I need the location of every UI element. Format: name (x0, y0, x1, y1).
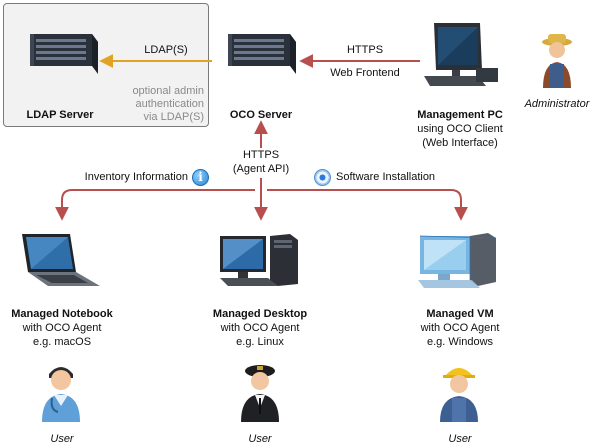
vm-line2: with OCO Agent (420, 322, 500, 334)
vm-line3: e.g. Windows (426, 336, 494, 348)
management-pc-title: Management PC (417, 109, 503, 121)
vm-title: Managed VM (426, 308, 494, 320)
https-label: HTTPS (346, 44, 384, 56)
management-pc-icon (424, 23, 498, 86)
software-connector (267, 189, 468, 221)
ldap-note-line-2: authentication (135, 98, 205, 110)
ldap-connection-label: LDAP(S) (144, 44, 188, 56)
notebook-user-label: User (50, 433, 74, 445)
notebook-line2: with OCO Agent (22, 322, 102, 334)
software-label: Software Installation (336, 170, 452, 184)
desktop-line3: e.g. Linux (236, 336, 284, 348)
inventory-label: Inventory Information (62, 170, 188, 184)
info-icon: i (192, 169, 209, 186)
pilot-user-icon (241, 365, 279, 422)
ldap-note-line-3: via LDAP(S) (143, 111, 204, 123)
notebook-title: Managed Notebook (11, 308, 113, 320)
management-pc-line3: (Web Interface) (422, 137, 498, 149)
web-frontend-label: Web Frontend (330, 67, 400, 79)
ldap-note-line-1: optional admin (132, 85, 204, 97)
vm-user-label: User (448, 433, 472, 445)
cd-disc-icon (314, 169, 331, 186)
ldap-server-icon (30, 34, 98, 74)
vm-icon (418, 233, 497, 288)
oco-server-icon (228, 34, 296, 74)
inventory-connector (55, 189, 255, 221)
desktop-icon (220, 234, 298, 286)
oco-server-label: OCO Server (229, 109, 293, 121)
doctor-user-icon (42, 367, 80, 422)
administrator-icon (542, 34, 572, 88)
management-pc-line2: using OCO Client (417, 123, 503, 135)
administrator-label: Administrator (524, 98, 590, 110)
ldap-server-label: LDAP Server (26, 109, 94, 121)
desktop-title: Managed Desktop (212, 308, 308, 320)
desktop-user-label: User (248, 433, 272, 445)
agent-api-label: (Agent API) (221, 162, 301, 176)
agent-https-label: HTTPS (221, 148, 301, 162)
notebook-line3: e.g. macOS (32, 336, 92, 348)
notebook-icon (22, 234, 100, 286)
worker-user-icon (440, 368, 478, 422)
desktop-line2: with OCO Agent (220, 322, 300, 334)
